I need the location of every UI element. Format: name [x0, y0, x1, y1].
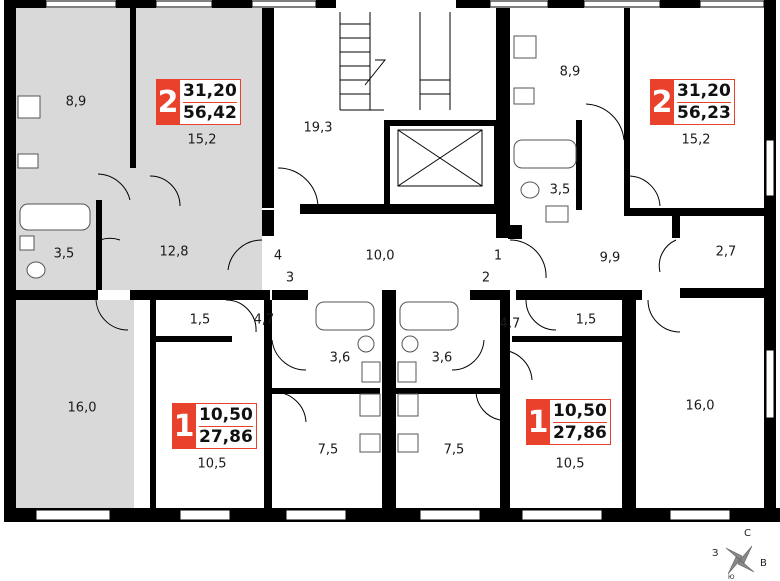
room-area-tl-bedroom: 15,2	[187, 132, 217, 148]
room-area-bl-room: 10,5	[197, 456, 227, 472]
doors	[95, 103, 681, 423]
entry-number-4: 4	[273, 248, 283, 264]
room-area-br-kitchen: 7,5	[443, 442, 465, 458]
staircase	[339, 12, 483, 187]
apartment-living-area: 10,50	[553, 400, 607, 423]
apartment-rooms-count: 2	[650, 79, 674, 125]
room-area-tr-bedroom: 15,2	[681, 132, 711, 148]
compass-north: С	[744, 528, 751, 539]
room-area-tr-hall: 9,9	[599, 250, 621, 266]
room-area-tl-hall: 12,8	[159, 244, 189, 260]
entry-number-2: 2	[481, 270, 491, 286]
compass-rose	[725, 545, 755, 575]
room-area-br-room: 10,5	[555, 456, 585, 472]
room-area-stair: 19,3	[303, 120, 333, 136]
apartment-total-area: 27,86	[199, 426, 253, 447]
room-area-tr-bath: 3,5	[549, 182, 571, 198]
fixtures	[17, 35, 577, 453]
apartment-rooms-count: 1	[172, 403, 196, 449]
apartment-living-area: 10,50	[199, 404, 253, 427]
room-area-tr-closet: 2,7	[715, 244, 737, 260]
room-area-bl-hall: 4,7	[253, 312, 275, 328]
entry-number-3: 3	[285, 270, 295, 286]
room-area-corridor: 10,0	[365, 248, 395, 264]
room-area-tr-kitchen: 8,9	[559, 64, 581, 80]
compass-west: З	[712, 548, 719, 559]
room-area-tl-living: 16,0	[67, 400, 97, 416]
apartment-badge[interactable]: 1 10,50 27,86	[172, 403, 257, 449]
room-area-br-living: 16,0	[685, 398, 715, 414]
room-area-tl-kitchen: 8,9	[65, 94, 87, 110]
apartment-badge[interactable]: 2 31,20 56,23	[650, 79, 735, 125]
room-area-bl-bath: 3,6	[329, 350, 351, 366]
apartment-total-area: 56,23	[677, 102, 731, 123]
apartment-areas: 10,50 27,86	[550, 399, 611, 445]
apartment-living-area: 31,20	[183, 80, 237, 103]
apartment-rooms-count: 2	[156, 79, 180, 125]
room-area-br-bath: 3,6	[431, 350, 453, 366]
windows	[35, 0, 775, 521]
apartment-total-area: 56,42	[183, 102, 237, 123]
room-area-br-closet: 1,5	[575, 312, 597, 328]
room-area-bl-closet: 1,5	[189, 312, 211, 328]
apartment-total-area: 27,86	[553, 422, 607, 443]
apartment-areas: 31,20 56,42	[180, 79, 241, 125]
compass-east: В	[760, 558, 767, 569]
apartment-badge[interactable]: 2 31,20 56,42	[156, 79, 241, 125]
apartment-living-area: 31,20	[677, 80, 731, 103]
apartment-areas: 10,50 27,86	[196, 403, 257, 449]
apartment-badge[interactable]: 1 10,50 27,86	[526, 399, 611, 445]
room-area-tl-bath: 3,5	[53, 246, 75, 262]
room-area-br-hall: 4,7	[499, 316, 521, 332]
apartment-areas: 31,20 56,23	[674, 79, 735, 125]
entry-number-1: 1	[493, 248, 503, 264]
compass-south: Ю	[728, 574, 735, 581]
room-area-bl-kitchen: 7,5	[317, 442, 339, 458]
apartment-rooms-count: 1	[526, 399, 550, 445]
